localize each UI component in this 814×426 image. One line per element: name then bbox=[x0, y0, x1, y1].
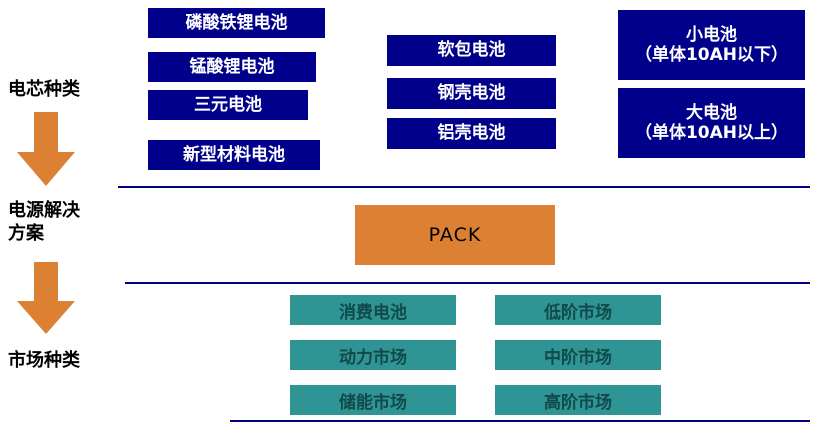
label-power-solution: 电源解决 方案 bbox=[8, 200, 80, 245]
cell-box-ternary: 三元电池 bbox=[148, 90, 308, 120]
pack-box: PACK bbox=[355, 205, 555, 265]
cell-box-small-battery-line1: 小电池 bbox=[686, 24, 737, 45]
down-arrow-icon bbox=[17, 112, 75, 186]
market-box-energy-storage: 储能市场 bbox=[290, 385, 456, 415]
cell-box-small-battery-line2: （单体10AH以下） bbox=[634, 45, 789, 65]
cell-box-small-battery: 小电池 （单体10AH以下） bbox=[618, 10, 805, 80]
down-arrow-icon bbox=[17, 262, 75, 334]
market-box-power: 动力市场 bbox=[290, 340, 456, 370]
cell-box-large-battery-line2: （单体10AH以上） bbox=[634, 123, 789, 143]
cell-box-new-material: 新型材料电池 bbox=[148, 140, 320, 170]
label-market-types: 市场种类 bbox=[8, 350, 80, 371]
cell-box-pouch: 软包电池 bbox=[387, 35, 556, 66]
cell-box-lfp: 磷酸铁锂电池 bbox=[148, 8, 325, 38]
cell-box-steel-shell: 钢壳电池 bbox=[387, 78, 556, 109]
label-power-solution-line2: 方案 bbox=[8, 222, 44, 244]
market-box-low-end: 低阶市场 bbox=[495, 295, 661, 325]
divider-middle bbox=[125, 282, 810, 284]
market-box-mid-end: 中阶市场 bbox=[495, 340, 661, 370]
divider-top bbox=[118, 186, 810, 188]
cell-box-aluminum-shell: 铝壳电池 bbox=[387, 118, 556, 149]
cell-box-large-battery-line1: 大电池 bbox=[686, 102, 737, 123]
market-box-high-end: 高阶市场 bbox=[495, 385, 661, 415]
divider-bottom bbox=[230, 420, 810, 422]
market-box-consumer: 消费电池 bbox=[290, 295, 456, 325]
cell-box-large-battery: 大电池 （单体10AH以上） bbox=[618, 88, 805, 158]
label-cell-types: 电芯种类 bbox=[8, 79, 80, 100]
cell-box-lmo: 锰酸锂电池 bbox=[148, 52, 316, 82]
label-power-solution-line1: 电源解决 bbox=[8, 200, 80, 221]
